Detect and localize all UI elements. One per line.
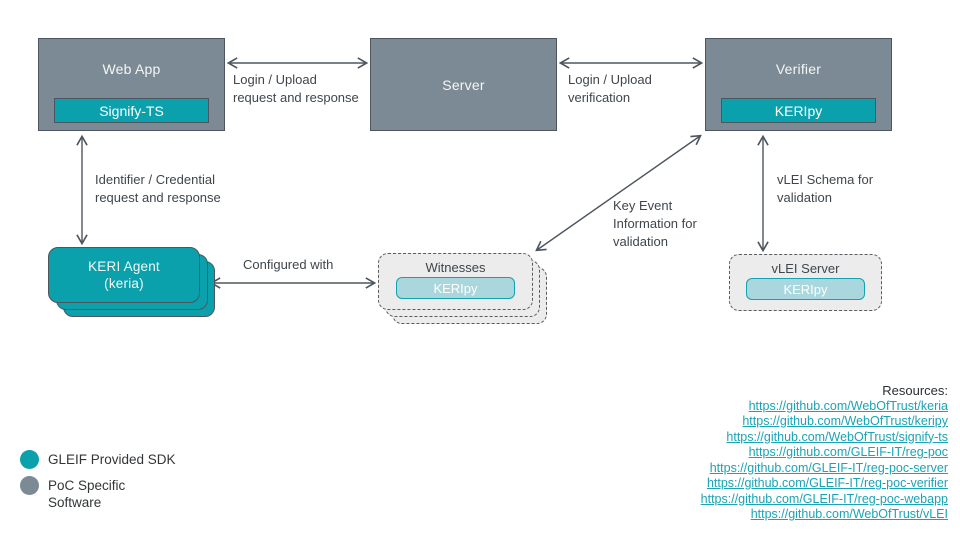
legend-label-poc-software: PoC Specific Software bbox=[48, 478, 126, 510]
node-keri-agent: KERI Agent (keria) bbox=[48, 247, 200, 303]
resources-list: Resources: https://github.com/WebOfTrust… bbox=[701, 383, 948, 523]
witnesses-title: Witnesses bbox=[425, 260, 486, 275]
teal-dot-icon bbox=[20, 450, 39, 469]
resource-link-keria[interactable]: https://github.com/WebOfTrust/keria bbox=[748, 398, 948, 413]
node-verifier: Verifier KERIpy bbox=[705, 38, 892, 131]
verifier-keripy-chip: KERIpy bbox=[721, 98, 876, 123]
legend: GLEIF Provided SDK PoC Specific Software bbox=[20, 450, 176, 518]
node-vlei-server: vLEI Server KERIpy bbox=[729, 254, 882, 311]
label-login-upload-request: Login / Upload request and response bbox=[233, 72, 359, 105]
vlei-server-title: vLEI Server bbox=[771, 261, 840, 276]
web-app-title: Web App bbox=[102, 60, 161, 77]
verifier-title: Verifier bbox=[775, 60, 822, 77]
resource-link-reg-poc-server[interactable]: https://github.com/GLEIF-IT/reg-poc-serv… bbox=[709, 460, 948, 475]
legend-label-gleif-sdk: GLEIF Provided SDK bbox=[48, 452, 176, 467]
label-vlei-schema: vLEI Schema for validation bbox=[777, 172, 874, 205]
legend-item-gleif-sdk: GLEIF Provided SDK bbox=[20, 450, 176, 469]
node-witnesses: Witnesses KERIpy bbox=[378, 253, 533, 310]
signify-ts-chip: Signify-TS bbox=[54, 98, 209, 123]
label-identifier-credential: Identifier / Credential request and resp… bbox=[95, 172, 221, 205]
legend-item-poc-software: PoC Specific Software bbox=[20, 476, 176, 511]
label-configured-with: Configured with bbox=[243, 257, 334, 272]
label-key-event-information: Key Event Information for validation bbox=[613, 198, 697, 249]
resource-link-signify-ts[interactable]: https://github.com/WebOfTrust/signify-ts bbox=[726, 429, 948, 444]
node-server: Server bbox=[370, 38, 557, 131]
resources-title: Resources: bbox=[882, 383, 948, 398]
keri-agent-title: KERI Agent (keria) bbox=[88, 259, 160, 291]
slate-dot-icon bbox=[20, 476, 39, 495]
server-title: Server bbox=[442, 76, 485, 93]
label-login-upload-verification: Login / Upload verification bbox=[568, 72, 652, 105]
resource-link-vlei[interactable]: https://github.com/WebOfTrust/vLEI bbox=[750, 507, 948, 521]
resource-link-reg-poc[interactable]: https://github.com/GLEIF-IT/reg-poc bbox=[748, 445, 948, 459]
vlei-keripy-chip: KERIpy bbox=[746, 278, 865, 300]
witnesses-keripy-chip: KERIpy bbox=[396, 277, 515, 299]
resource-link-keripy[interactable]: https://github.com/WebOfTrust/keripy bbox=[742, 414, 948, 428]
node-web-app: Web App Signify-TS bbox=[38, 38, 225, 131]
resource-link-reg-poc-webapp[interactable]: https://github.com/GLEIF-IT/reg-poc-weba… bbox=[700, 491, 948, 506]
resource-link-reg-poc-verifier[interactable]: https://github.com/GLEIF-IT/reg-poc-veri… bbox=[706, 476, 948, 490]
